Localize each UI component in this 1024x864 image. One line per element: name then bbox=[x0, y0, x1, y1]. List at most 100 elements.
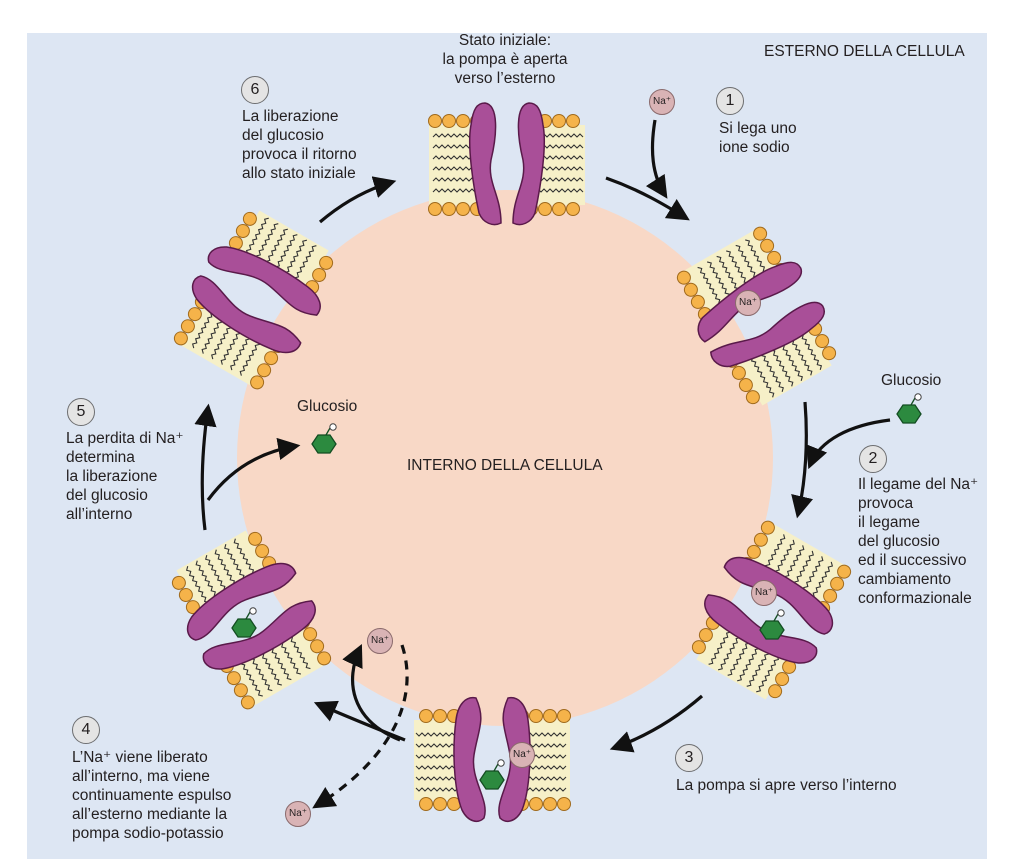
transporter-protein-icon bbox=[723, 556, 834, 635]
lipid-head bbox=[303, 627, 318, 642]
lipid-head bbox=[543, 709, 557, 723]
transporter-station bbox=[676, 226, 837, 406]
lipid-head bbox=[731, 365, 746, 380]
step-3-number: 3 bbox=[675, 744, 703, 772]
cycle-arrow-icon bbox=[206, 437, 301, 501]
glucose-molecule-icon bbox=[231, 607, 257, 638]
lipid-head bbox=[428, 114, 442, 128]
glucose-molecule-icon bbox=[311, 423, 337, 454]
cycle-arrow-icon bbox=[312, 644, 409, 809]
lipid-head bbox=[242, 211, 257, 226]
transporter-protein-icon bbox=[202, 600, 316, 670]
glucose-molecule-icon bbox=[479, 759, 505, 790]
lipid-bilayer-icon bbox=[744, 524, 844, 617]
glucose-molecule-icon bbox=[896, 393, 922, 424]
lipid-head bbox=[529, 709, 543, 723]
lipid-head bbox=[235, 223, 250, 238]
lipid-bilayer-icon bbox=[229, 210, 329, 303]
transporter-station bbox=[171, 530, 332, 710]
lipid-head bbox=[566, 114, 580, 128]
lipid-head bbox=[760, 238, 775, 253]
lipid-bilayer-icon bbox=[684, 230, 784, 323]
cycle-arrow-icon bbox=[342, 643, 401, 742]
lipid-head bbox=[767, 250, 782, 265]
step-4-text: L’Na⁺ viene liberato all’interno, ma vie… bbox=[72, 749, 232, 842]
lipid-head bbox=[240, 695, 255, 710]
transporter-protein-icon bbox=[207, 246, 321, 316]
sodium-ion-icon: Na⁺ bbox=[751, 580, 777, 606]
lipid-head bbox=[676, 270, 691, 285]
lipid-head bbox=[552, 202, 566, 216]
sodium-ion-icon: Na⁺ bbox=[367, 628, 393, 654]
lipid-head bbox=[419, 709, 433, 723]
step-5-text: La perdita di Na⁺ determina la liberazio… bbox=[66, 430, 184, 523]
sodium-ion-icon: Na⁺ bbox=[509, 742, 535, 768]
lipid-head bbox=[257, 363, 272, 378]
sodium-ion-icon: Na⁺ bbox=[735, 290, 761, 316]
lipid-head bbox=[180, 319, 195, 334]
initial-state-label: Stato iniziale: la pompa è aperta verso … bbox=[442, 32, 568, 87]
lipid-head bbox=[419, 797, 433, 811]
lipid-head bbox=[698, 628, 713, 643]
cycle-arrow-icon bbox=[313, 700, 406, 742]
lipid-head bbox=[187, 307, 202, 322]
lipid-head bbox=[317, 651, 332, 666]
lipid-head bbox=[746, 544, 761, 559]
step-6-text: La liberazione del glucosio provoca il r… bbox=[242, 108, 357, 182]
step-2-number: 2 bbox=[859, 445, 887, 473]
lipid-head bbox=[433, 709, 447, 723]
lipid-bilayer-icon bbox=[732, 313, 832, 406]
transporter-station bbox=[414, 696, 571, 823]
lipid-head bbox=[690, 294, 705, 309]
step-1-number: 1 bbox=[716, 87, 744, 115]
lipid-head bbox=[456, 202, 470, 216]
transporter-station bbox=[173, 210, 334, 390]
lipid-head bbox=[552, 114, 566, 128]
lipid-head bbox=[529, 797, 543, 811]
glucose-label-inside: Glucosio bbox=[297, 398, 358, 415]
lipid-bilayer-icon bbox=[181, 293, 281, 386]
lipid-head bbox=[738, 378, 753, 393]
lipid-head bbox=[830, 576, 845, 591]
step-5-number: 5 bbox=[67, 398, 95, 426]
cycle-arrow-icon bbox=[605, 176, 690, 221]
lipid-bilayer-icon bbox=[696, 607, 796, 700]
lipid-head bbox=[433, 797, 447, 811]
transporter-protein-icon bbox=[186, 562, 297, 641]
lipid-head bbox=[837, 564, 852, 579]
cycle-arrow-icon bbox=[194, 403, 217, 531]
lipid-head bbox=[178, 587, 193, 602]
lipid-head bbox=[319, 255, 334, 270]
lipid-bilayer-icon bbox=[224, 613, 324, 706]
lipid-head bbox=[171, 575, 186, 590]
step-6-number: 6 bbox=[241, 76, 269, 104]
lipid-head bbox=[173, 331, 188, 346]
cycle-arrow-icon bbox=[609, 694, 704, 753]
lipid-head bbox=[760, 520, 775, 535]
sodium-ion-icon: Na⁺ bbox=[649, 89, 675, 115]
lipid-head bbox=[822, 346, 837, 361]
cell-interior bbox=[237, 190, 773, 726]
lipid-head bbox=[264, 351, 279, 366]
lipid-head bbox=[745, 390, 760, 405]
outside-cell-label: ESTERNO DELLA CELLULA bbox=[764, 43, 965, 60]
transporter-protein-icon bbox=[709, 301, 826, 368]
lipid-head bbox=[543, 797, 557, 811]
lipid-bilayer-icon bbox=[176, 530, 276, 623]
inside-cell-label: INTERNO DELLA CELLULA bbox=[407, 457, 603, 474]
step-3-text: La pompa si apre verso l’interno bbox=[676, 777, 897, 794]
lipid-head bbox=[557, 709, 571, 723]
glucose-label-outside: Glucosio bbox=[881, 372, 942, 389]
step-4-number: 4 bbox=[72, 716, 100, 744]
lipid-head bbox=[442, 202, 456, 216]
sodium-ion-icon: Na⁺ bbox=[285, 801, 311, 827]
step-1-text: Si lega uno ione sodio bbox=[719, 120, 797, 156]
transporter-protein-icon bbox=[512, 102, 546, 226]
cycle-arrow-icon bbox=[806, 418, 891, 470]
lipid-head bbox=[250, 375, 265, 390]
cycle-arrow-icon bbox=[318, 176, 397, 224]
lipid-head bbox=[255, 543, 270, 558]
lipid-head bbox=[753, 226, 768, 241]
lipid-head bbox=[428, 202, 442, 216]
